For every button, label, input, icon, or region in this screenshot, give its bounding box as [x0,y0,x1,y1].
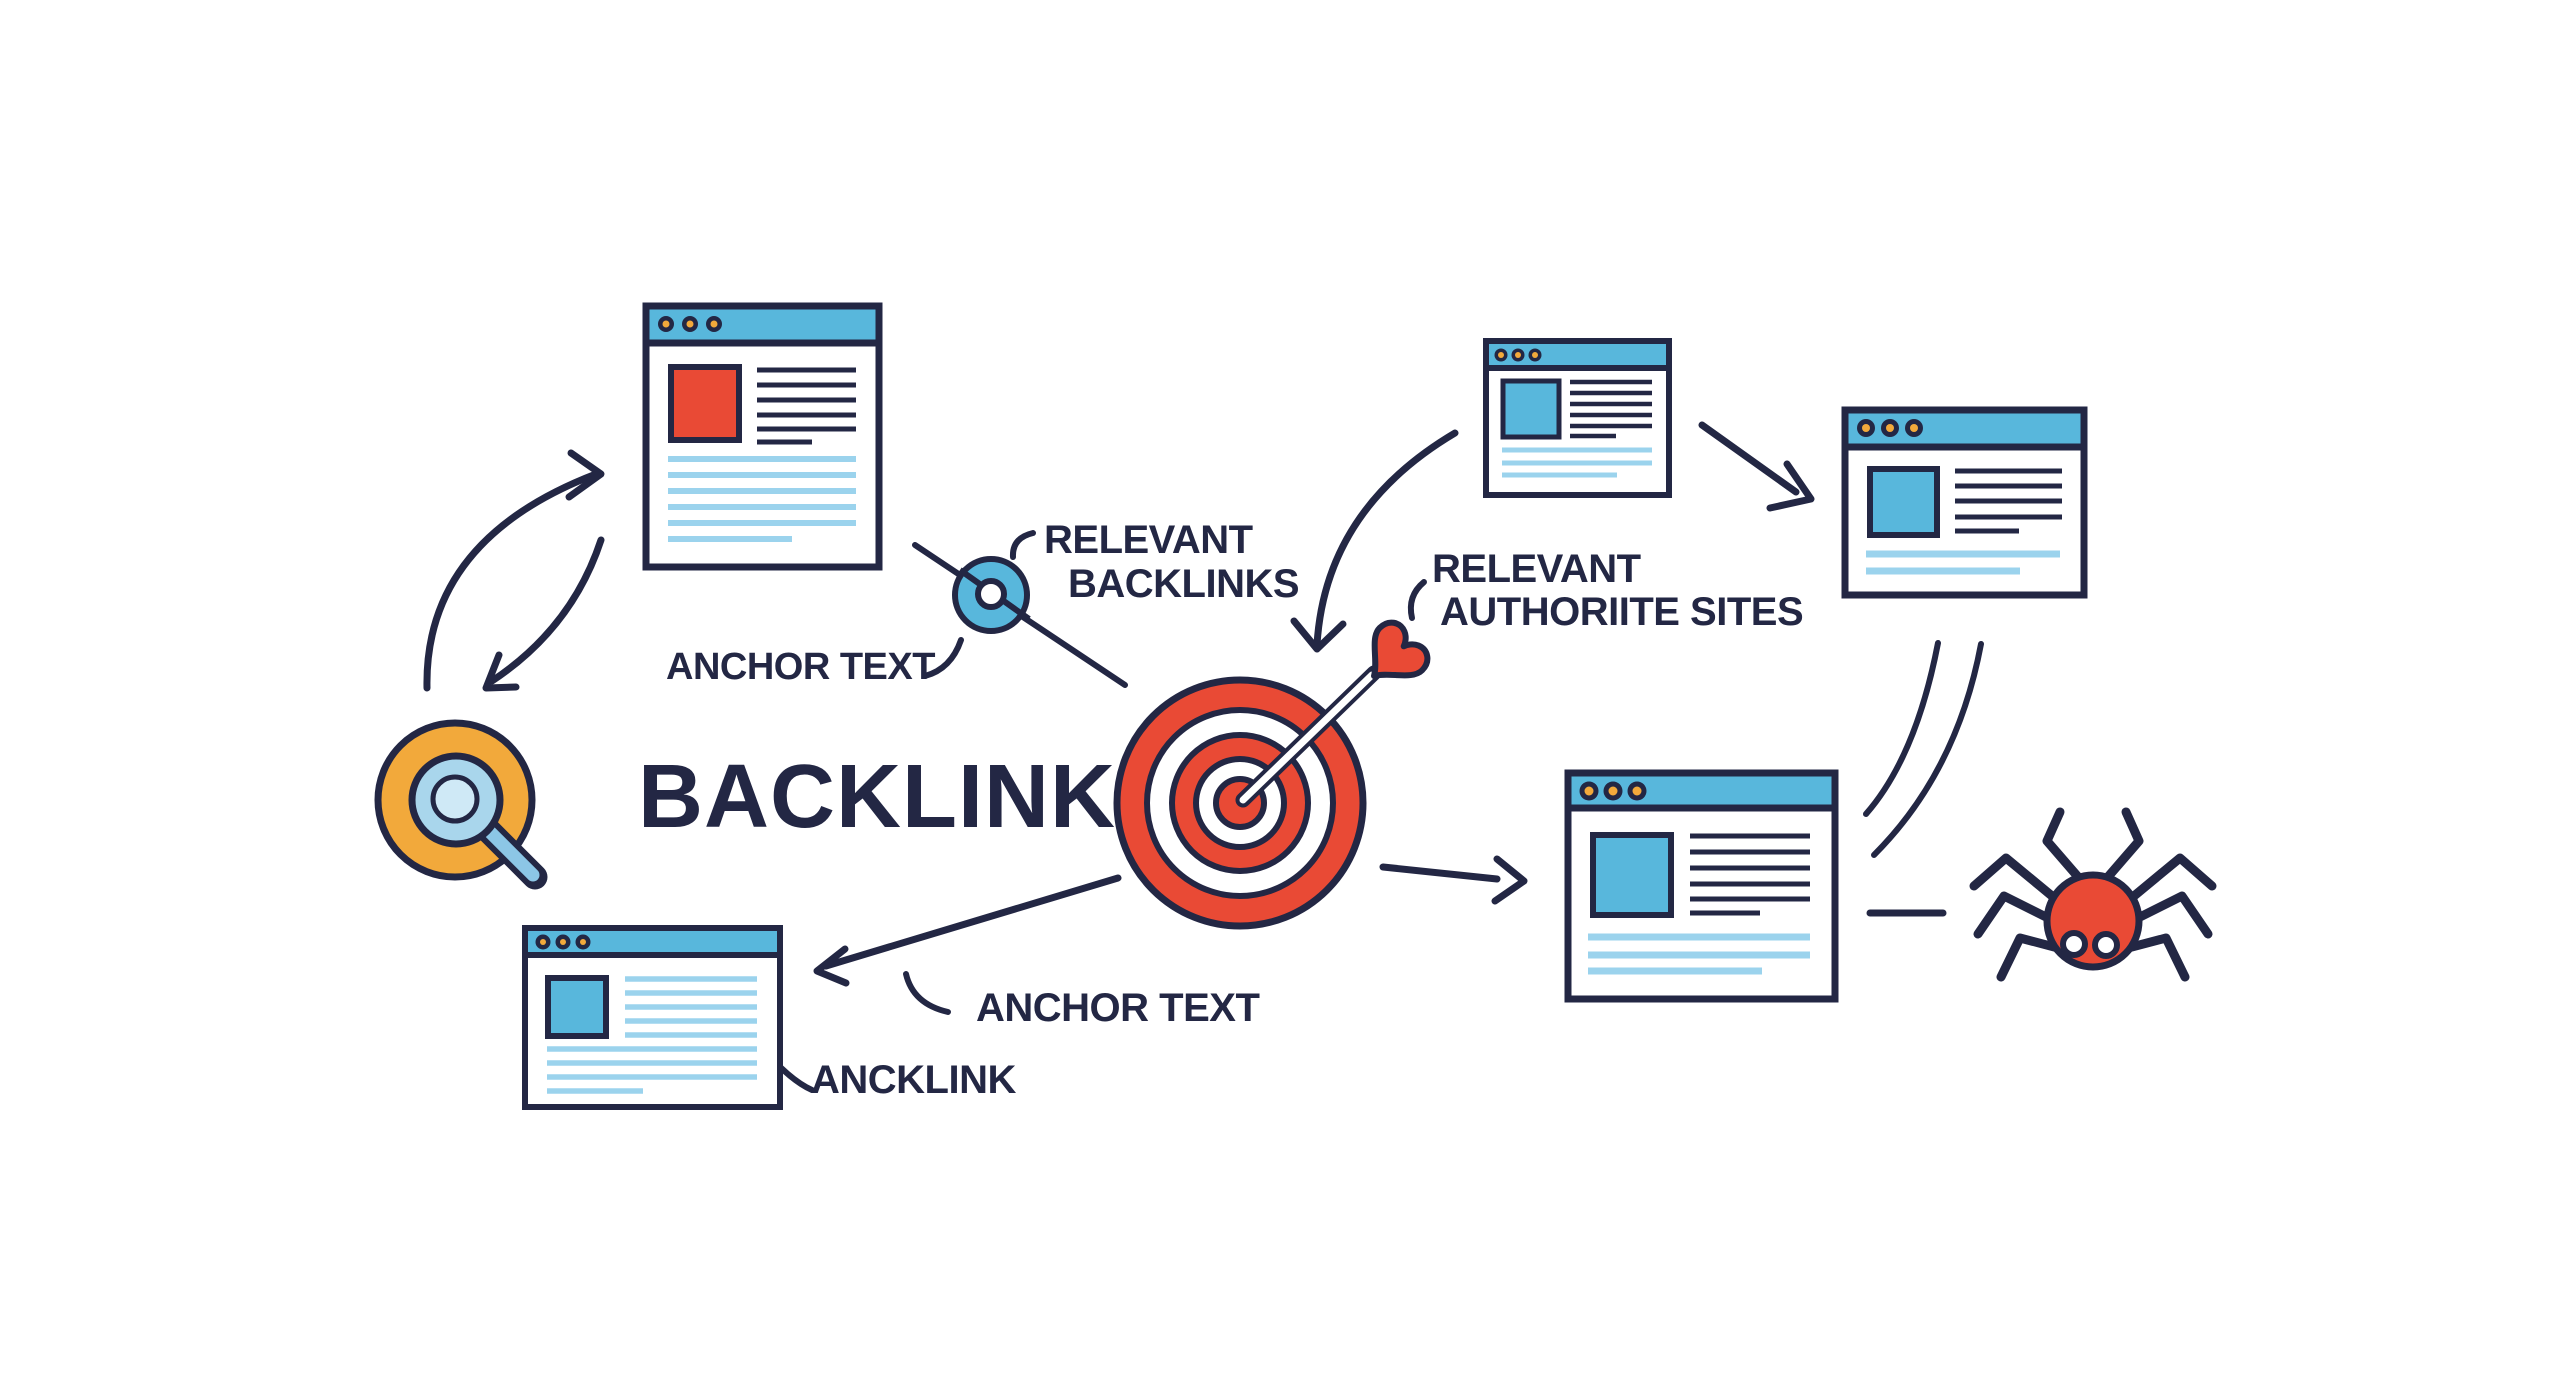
browser-window-icon-bottom-left [522,925,783,1110]
spider-legs [1969,807,2217,982]
arrow-authority-to-target [1290,429,1459,653]
tick-anchor-text-bottom [903,971,951,1015]
page-image-placeholder [1590,832,1674,918]
page-text-lines [1955,468,2062,534]
page-paragraph-lines [547,976,757,1094]
tick-anchor-text-top [922,637,964,679]
arrow-site-to-magnifier [482,536,605,692]
spider-crawler-icon [1969,807,2217,982]
spider-eyes [2060,930,2120,959]
page-image-placeholder [1500,378,1562,440]
target-arrow-heart-icon [1113,619,1431,930]
page-image-placeholder [1867,466,1940,538]
arc-authority-to-site [1863,640,1984,858]
browser-window-icon-top-left [642,302,883,571]
arrow-target-to-bottom-site [813,874,1122,987]
browser-window-icon-top-right [1841,406,2088,599]
window-dots [535,934,591,950]
browser-window-icon-right [1564,769,1839,1003]
page-text-lines [757,367,856,445]
window-dots [1857,419,1923,437]
tick-relevant-backlinks [1009,530,1036,560]
window-dots [1494,348,1542,362]
arrow-target-to-site [1379,855,1528,905]
page-paragraph-lines [1866,550,2060,575]
label-ancklink: ANCKLINK [811,1058,1016,1102]
label-relevant-backlinks-line1: RELEVANT [1044,518,1253,562]
label-relevant-backlinks-line2: BACKLINKS [1068,562,1300,606]
page-title: BACKLINK [638,747,1116,847]
window-dots [1579,781,1647,801]
label-anchor-text-bottom: ANCHOR TEXT [976,986,1260,1030]
arrow-magnifier-to-site [423,449,605,692]
page-text-lines [1570,379,1652,439]
donut-chart-icon [952,556,1031,634]
tick-relevant-authority [1407,579,1427,621]
arrow-shaft [1235,665,1382,808]
page-text-lines [1690,833,1810,916]
search-magnifier-icon [374,719,548,890]
page-paragraph-lines [1502,447,1652,478]
page-paragraph-lines [668,456,856,542]
label-relevant-authority-line2: AUTHORIITE SITES [1440,590,1804,634]
arrow-site-to-site [1698,421,1815,512]
heart-fletching-icon [1371,619,1431,679]
label-anchor-text-top: ANCHOR TEXT [666,646,935,688]
page-image-placeholder [545,975,609,1039]
page-paragraph-lines [1588,933,1810,975]
label-relevant-authority-line1: RELEVANT [1432,547,1641,591]
browser-window-icon-top-middle [1483,338,1672,498]
window-dots [658,316,722,332]
page-image-placeholder [668,364,742,443]
